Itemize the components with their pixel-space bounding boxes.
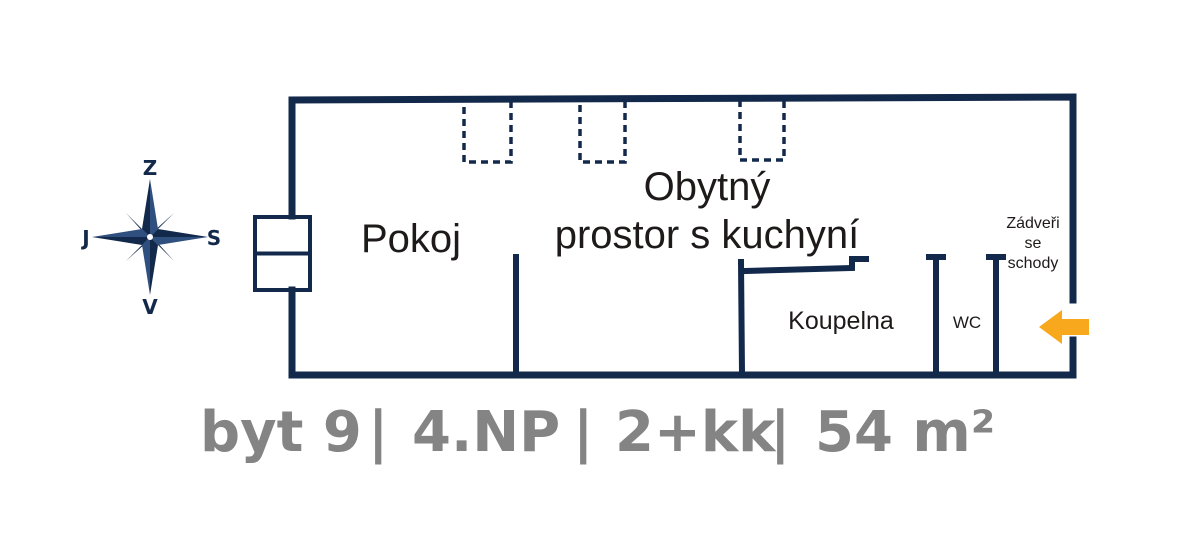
floor-plan: Z V J S	[80, 93, 1089, 379]
room-label-zadveri-line3: schody	[1008, 255, 1059, 272]
compass-east-label: S	[207, 226, 221, 250]
info-layout: 2+kk	[615, 400, 776, 465]
info-separator-3: |	[770, 400, 791, 465]
compass-north-label: Z	[143, 156, 158, 180]
compass-west-label: J	[80, 226, 89, 250]
info-unit: byt 9	[200, 400, 362, 465]
room-label-zadveri-line1: Zádveři	[1006, 215, 1059, 232]
window-left	[253, 215, 312, 292]
info-separator-2: |	[573, 400, 594, 465]
room-label-pokoj: Pokoj	[361, 217, 461, 261]
dashed-niches	[462, 95, 786, 164]
room-label-obytny-line1: Obytný	[644, 165, 771, 209]
outer-walls	[288, 93, 1077, 379]
info-floor: 4.NP	[412, 400, 561, 465]
room-label-zadveri-line2: se	[1025, 235, 1042, 252]
interior-walls	[513, 254, 1006, 377]
info-area: 54 m²	[815, 400, 996, 465]
info-separator-1: |	[368, 400, 389, 465]
room-label-wc: WC	[953, 313, 981, 332]
compass-south-label: V	[142, 295, 158, 319]
room-label-koupelna: Koupelna	[788, 307, 894, 335]
room-label-obytny-line2: prostor s kuchyní	[555, 213, 860, 257]
compass-rose-icon	[92, 179, 208, 295]
entrance-arrow-icon	[1039, 310, 1089, 344]
